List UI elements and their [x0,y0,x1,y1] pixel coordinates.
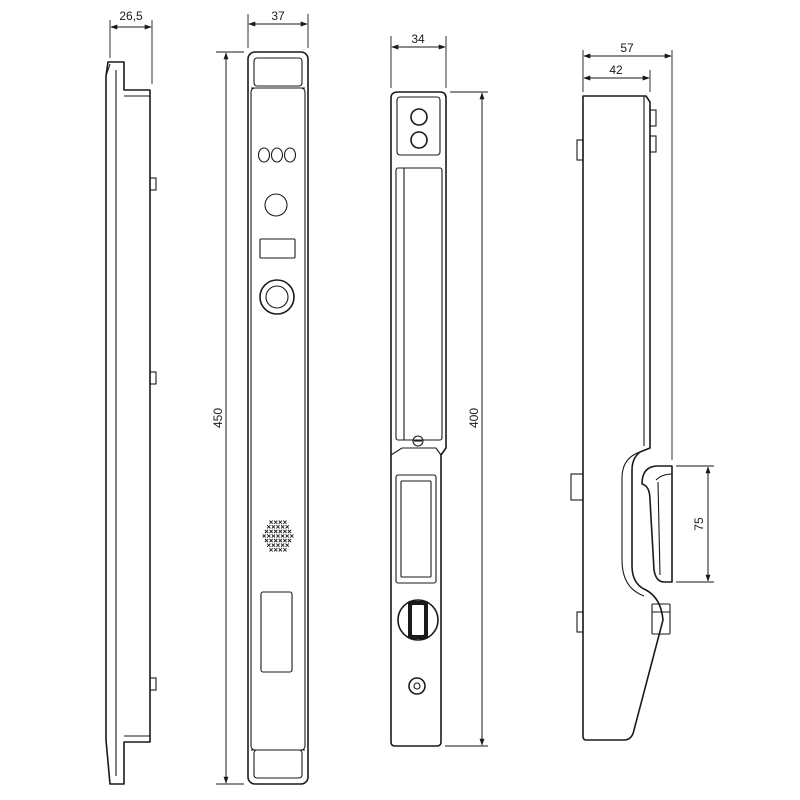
handle-side-profile-view [570,95,671,741]
dimension-profile-depth-inner: 42 [583,63,651,92]
key-cylinder-icon [408,677,426,695]
thumb-turn-side [651,603,671,635]
dimension-side-thickness: 26,5 [109,9,153,84]
front-width-label: 37 [271,9,285,23]
pull-handle [641,465,673,583]
front-height-label: 450 [211,408,225,428]
back-panel-view [390,91,447,747]
card-slot [260,591,293,673]
back-height-label: 400 [467,408,481,428]
dimension-handle-height: 75 [676,465,714,583]
back-width-label: 34 [411,32,425,46]
profile-depth-outer-label: 57 [620,41,634,55]
front-panel-view [247,51,309,785]
battery-button-icon [410,108,428,149]
screw-icon [412,435,424,447]
thumb-turn-knob [397,599,439,641]
dimension-front-height: 450 [211,51,244,785]
dimension-profile-depth-outer: 57 [582,41,673,460]
dimension-front-width: 37 [247,9,309,48]
camera-lens-icon [264,193,288,217]
display-window [259,238,296,259]
handle-height-label: 75 [692,517,706,531]
side-thickness-label: 26,5 [119,9,143,23]
profile-depth-inner-label: 42 [609,63,623,77]
keypad-dots-icon [262,520,294,552]
side-profile-view [105,61,157,785]
indicator-lights-icon [257,147,297,163]
dimension-back-width: 34 [390,32,447,88]
fingerprint-sensor-icon [259,279,295,315]
dimension-back-height: 400 [445,91,488,747]
